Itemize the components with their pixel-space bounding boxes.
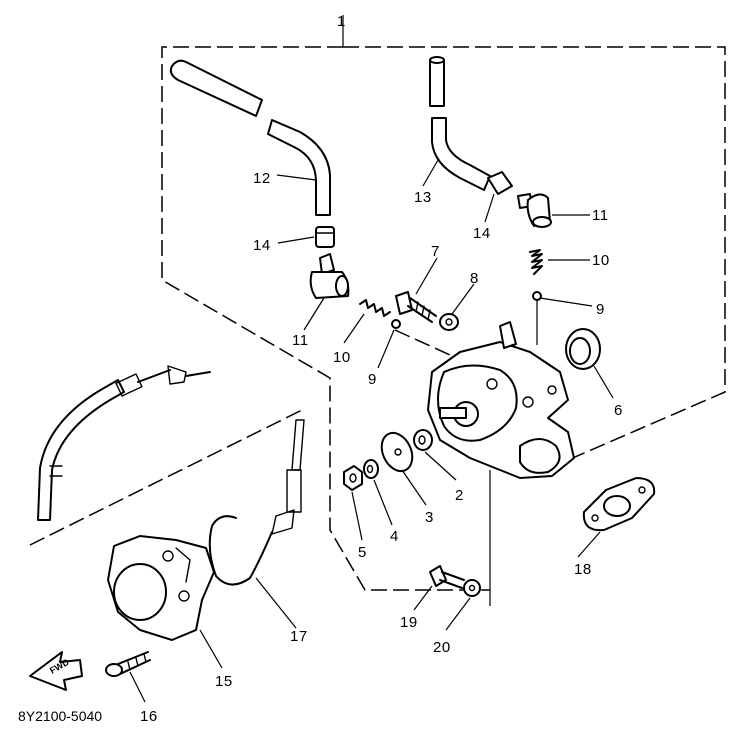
callout-8: 8 — [470, 270, 479, 287]
callout-2: 2 — [455, 487, 464, 504]
bolt-19 — [429, 565, 465, 589]
fwd-arrow-icon: FWD — [29, 651, 83, 691]
screw-16 — [105, 651, 151, 677]
callout-14-left: 14 — [253, 237, 271, 254]
callout-14-right: 14 — [473, 225, 491, 242]
callout-17: 17 — [290, 628, 308, 645]
callout-numbers: 1 2 3 4 5 6 7 8 9 9 10 10 11 11 12 13 14… — [140, 13, 623, 725]
spring-10-left — [359, 299, 391, 317]
union-elbow-11-right — [517, 193, 552, 228]
callout-11-left: 11 — [292, 332, 309, 349]
washer-2 — [413, 429, 433, 451]
pump-cover-15 — [107, 535, 215, 641]
leader-lines — [129, 159, 614, 703]
drawing-code: 8Y2100-5040 — [18, 708, 102, 724]
ball-9-right — [532, 291, 542, 301]
callout-10-right: 10 — [592, 252, 610, 269]
washer-4 — [363, 459, 379, 479]
gear-3 — [380, 431, 414, 473]
callout-20: 20 — [433, 639, 451, 656]
callout-13: 13 — [414, 189, 432, 206]
ball-9-left — [391, 319, 401, 329]
callout-1: 1 — [337, 13, 346, 30]
hose-clip-14-left — [315, 226, 335, 248]
washer-20 — [463, 579, 481, 597]
hose-clip-14-right — [487, 171, 513, 195]
callout-4: 4 — [390, 528, 399, 545]
screw-7 — [395, 291, 437, 323]
oil-hose-13 — [429, 56, 491, 191]
oil-pump-body-1 — [427, 321, 575, 479]
washer-8 — [439, 313, 459, 331]
callout-7: 7 — [431, 243, 440, 260]
oil-delivery-pipe — [37, 365, 211, 521]
callout-10-left: 10 — [333, 349, 351, 366]
union-elbow-11-left — [309, 253, 350, 299]
pump-cable-17 — [208, 419, 305, 586]
callout-5: 5 — [358, 544, 367, 561]
callout-3: 3 — [425, 509, 434, 526]
callout-9-right: 9 — [596, 301, 605, 318]
gasket-18 — [582, 477, 656, 532]
oil-hose-12 — [169, 59, 331, 216]
assembly-boundary — [29, 15, 726, 591]
callout-15: 15 — [215, 673, 233, 690]
callout-19: 19 — [400, 614, 418, 631]
callout-18: 18 — [574, 561, 592, 578]
callout-11-right: 11 — [592, 207, 609, 224]
callout-9-left: 9 — [368, 371, 377, 388]
oil-seal-6 — [565, 328, 601, 370]
spring-10-right — [529, 249, 543, 275]
callout-6: 6 — [614, 402, 623, 419]
callout-12: 12 — [253, 170, 271, 187]
nut-5 — [343, 465, 363, 491]
callout-16: 16 — [140, 708, 158, 725]
